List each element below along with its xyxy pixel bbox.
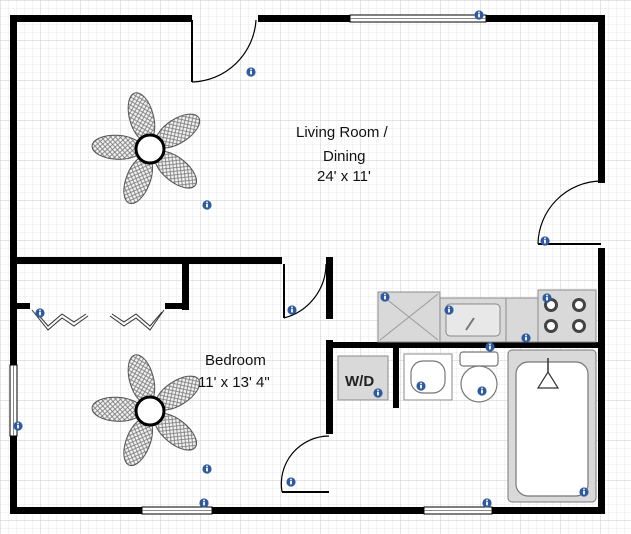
wall-left-lower <box>10 436 17 514</box>
closet-bifold-doors <box>31 309 165 331</box>
wall-top-middle <box>258 15 350 22</box>
wall-closet-bottom-right <box>165 303 189 309</box>
wall-bedroom-right <box>326 257 333 319</box>
info-marker-icon[interactable] <box>444 305 454 315</box>
kitchen <box>377 289 597 343</box>
info-marker-icon[interactable] <box>380 292 390 302</box>
info-marker-icon[interactable] <box>202 464 212 474</box>
wall-bedroom-right-lower <box>326 340 333 434</box>
info-marker-icon[interactable] <box>287 305 297 315</box>
wall-closet-top <box>10 257 17 307</box>
sink-icon <box>439 297 507 343</box>
info-marker-icon[interactable] <box>482 498 492 508</box>
wall-bottom-right <box>492 507 605 514</box>
info-marker-icon[interactable] <box>416 381 426 391</box>
door-entry <box>191 19 257 83</box>
info-marker-icon[interactable] <box>540 236 550 246</box>
dishwasher <box>377 291 441 343</box>
info-marker-icon[interactable] <box>202 200 212 210</box>
info-marker-icon[interactable] <box>13 421 23 431</box>
door-right <box>537 180 602 245</box>
wall-right-upper <box>598 15 605 183</box>
bath-sink-icon <box>403 353 453 401</box>
wall-bottom-left <box>10 507 142 514</box>
kitchen-counter <box>505 297 539 343</box>
bedroom-name: Bedroom <box>205 352 266 369</box>
wall-closet-bottom-left <box>10 303 30 309</box>
door-bedroom <box>283 263 327 319</box>
info-marker-icon[interactable] <box>542 293 552 303</box>
info-marker-icon[interactable] <box>246 67 256 77</box>
info-marker-icon[interactable] <box>373 388 383 398</box>
wall-top-right <box>486 15 605 22</box>
info-marker-icon[interactable] <box>35 308 45 318</box>
info-marker-icon[interactable] <box>477 386 487 396</box>
info-marker-icon[interactable] <box>579 487 589 497</box>
bathroom <box>403 349 597 503</box>
doors <box>31 19 602 493</box>
info-marker-icon[interactable] <box>521 333 531 343</box>
info-marker-icon[interactable] <box>286 477 296 487</box>
windows <box>9 14 493 515</box>
wall-bedroom-top <box>10 257 282 264</box>
living-room-dimensions: 24' x 11' <box>317 168 371 185</box>
wall-bath-top <box>486 342 605 348</box>
door-bathroom <box>280 435 330 493</box>
wall-laundry-right <box>393 348 399 408</box>
washer-dryer-label: W/D <box>345 373 374 390</box>
info-marker-icon[interactable] <box>474 10 484 20</box>
bedroom-dimensions: 11' x 13' 4" <box>198 374 270 391</box>
living-room-name-line2: Dining <box>323 148 366 165</box>
wall-top-left <box>10 15 192 22</box>
wall-closet-right <box>182 264 189 310</box>
info-marker-icon[interactable] <box>485 342 495 352</box>
wall-left <box>10 15 17 365</box>
walls <box>10 15 605 514</box>
info-marker-icon[interactable] <box>199 498 209 508</box>
wall-kitchen-bottom <box>326 342 486 348</box>
wall-bottom-middle <box>212 507 424 514</box>
living-room-name-line1: Living Room / <box>296 124 389 141</box>
toilet-icon <box>459 351 499 403</box>
bathtub-icon <box>507 349 597 503</box>
wall-right-lower <box>598 248 605 514</box>
